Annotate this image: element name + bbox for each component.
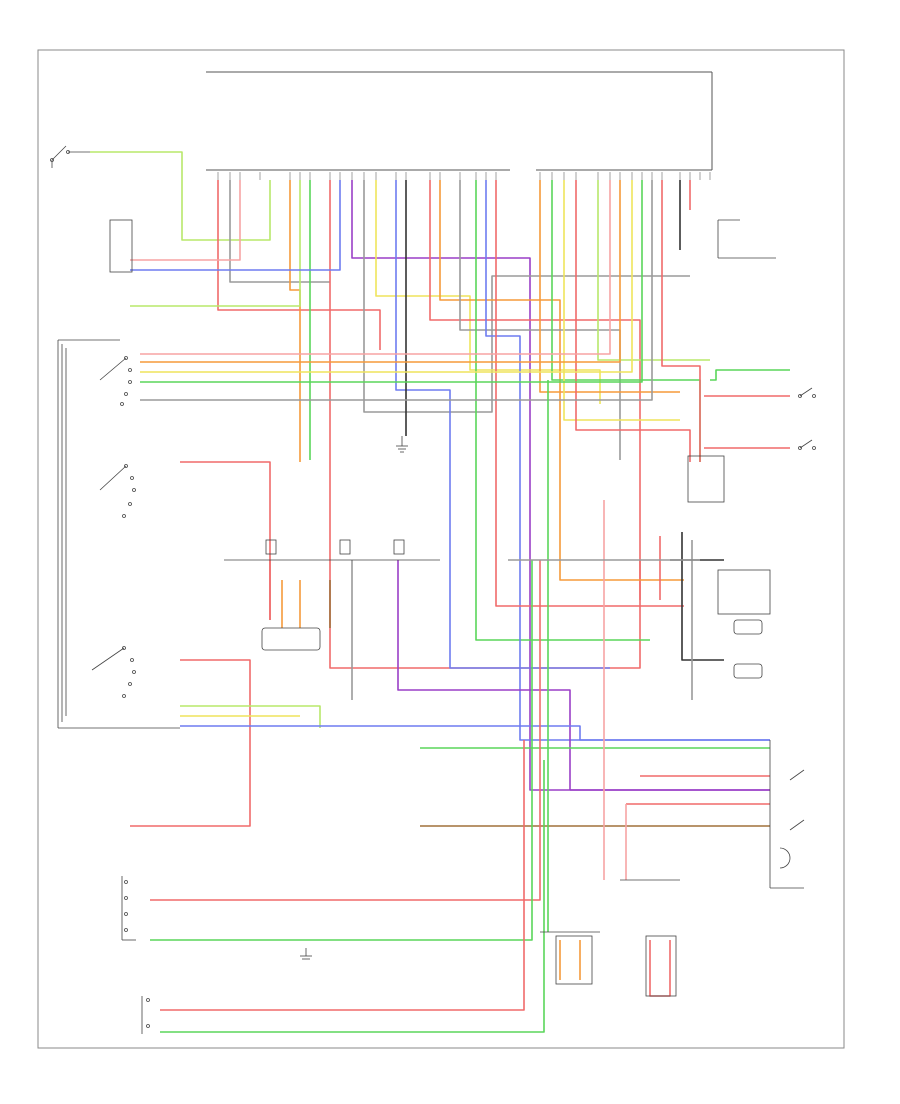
bottom-left-switch: [141, 996, 150, 1034]
wire-gray-10: [363, 180, 690, 413]
wire-green-58: [160, 760, 545, 1033]
wire-yellow-27: [140, 180, 633, 373]
wire-gray-2: [229, 180, 330, 283]
wire-purple-43: [397, 560, 571, 790]
fuse-block: [224, 539, 440, 561]
wire-red-36: [180, 461, 271, 620]
wire-red-61: [649, 940, 671, 997]
range-switch-2: [99, 464, 136, 518]
shift-solenoid-connector: [687, 455, 725, 503]
wire-red-23: [575, 180, 691, 462]
wire-red-14: [429, 180, 641, 600]
wire-lightgreen-5: [130, 180, 301, 307]
brake-switch-right: [769, 740, 805, 889]
bottom-connectors: [540, 879, 680, 997]
wire-pink-3: [130, 180, 241, 261]
wire-yellow-22: [563, 180, 680, 421]
wire-green-54: [150, 560, 533, 941]
wire-red-53: [150, 560, 541, 901]
pressure-switch-top-left: [50, 145, 90, 168]
range-switch-3: [91, 646, 136, 698]
wire-yellow-11: [375, 180, 601, 404]
wire-orange-26: [140, 180, 621, 363]
wire-red-30: [661, 180, 701, 462]
wire-orange-20: [539, 180, 680, 393]
wire-green-33: [710, 369, 790, 381]
wire-purple-9: [351, 180, 770, 791]
wire-lightgreen-24: [597, 180, 710, 361]
wire-blue-8: [130, 180, 341, 271]
component-symbols: [50, 145, 816, 1034]
wire-blue-18: [485, 180, 770, 741]
ground-symbols: [300, 436, 408, 960]
wire-lightgreen-0: [90, 151, 271, 241]
wire-blue-47: [180, 725, 770, 741]
junction-connector: [261, 627, 321, 651]
wire-pink-25: [140, 180, 611, 355]
wire-lightgreen-45: [180, 705, 321, 728]
diagram-frame: [37, 49, 845, 1049]
wire-orange-4: [289, 180, 301, 462]
speed-sensor-bottom-left: [121, 876, 136, 941]
left-bus-lines: [57, 339, 180, 729]
wire-red-19: [495, 180, 684, 607]
wire-red-37: [130, 659, 251, 827]
wire-blue-12: [395, 180, 610, 669]
throttle-switch-right: [717, 219, 776, 259]
wire-black-63: [681, 532, 724, 661]
wire-gray-29: [140, 180, 653, 401]
pin-label-group: [217, 172, 711, 180]
wire-red-1: [217, 180, 381, 350]
wire-green-17: [475, 180, 650, 641]
wire-red-57: [160, 740, 525, 1011]
ecm-connector: [206, 71, 713, 171]
overdrive-switch-right: [798, 387, 816, 450]
range-switch-1: [99, 356, 132, 406]
sensor-box-left: [109, 219, 133, 273]
wire-orange-15: [439, 180, 684, 581]
wire-group: [90, 151, 790, 1033]
temp-sensor-right: [717, 569, 771, 679]
wire-green-28: [140, 180, 643, 383]
